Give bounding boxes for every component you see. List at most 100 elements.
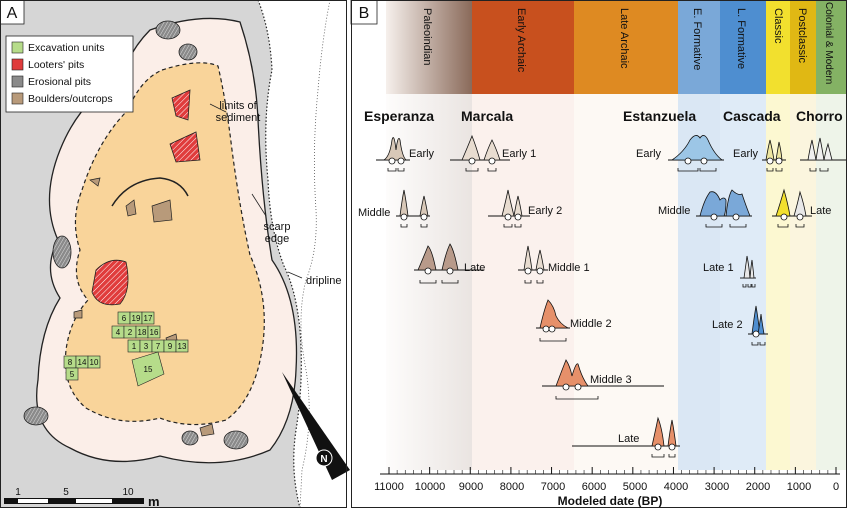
period-header-colonial [816,0,847,94]
panel-a-letter-box [0,0,25,25]
erosional-pit [52,235,72,269]
legend-label: Looters' pits [28,59,84,71]
marcala-middle3-dist: Middle 3 [542,359,664,400]
phase-label: Middle 1 [548,262,590,274]
scale-tick-label: 1 [15,487,21,498]
legend-swatch-looters [11,58,24,71]
axis-minor-ticks [388,467,837,474]
marcala-middle2-dist: Middle 2 [536,299,612,342]
looters-pit [169,131,201,163]
scarp-edge-line [257,0,302,508]
looters-pit [171,89,191,121]
period-label: Classic [772,8,784,44]
period-label: Colonial & Modern [823,2,834,84]
axis-tick-label: 2000 [746,481,770,493]
period-label: Late Archaic [618,8,630,69]
unit-label: 3 [144,342,149,351]
scarp-arrow [251,193,267,217]
axis-tick-label: 5000 [623,481,647,493]
looters-pit [91,259,129,306]
marcala-late-dist: Late [572,416,680,458]
axis-tick-label: 0 [833,481,839,493]
axis-tick-label: 9000 [459,481,483,493]
period-label: Early Archaic [515,8,527,73]
cascada-late2-dist: Late 2 [712,305,768,346]
x-axis: 11000 10000 9000 8000 7000 6000 5000 400… [374,467,840,508]
phase-label: Late 1 [703,262,734,274]
period-label: Postclassic [796,8,808,64]
dripline-line [299,0,331,508]
phase-label: Late 2 [712,319,743,331]
axis-tick-label: 6000 [582,481,606,493]
period-header-late-archaic [574,0,678,94]
site-heading: Marcala [461,108,513,124]
unit-label: 1 [132,342,137,351]
estanzuela-middle-dist: Middle [658,189,752,228]
erosional-pit [23,406,49,426]
panel-b: Paleoindian Early Archaic Late Archaic E… [350,0,847,508]
dripline-arrow [287,271,303,279]
chorro-early-dist [800,137,847,172]
legend-swatch-erosional [11,75,24,88]
north-label: N [320,454,327,465]
sediment-ridge [111,177,189,207]
scarp-label: edge [265,233,289,245]
unit-label: 17 [144,314,153,323]
boulder [199,423,215,437]
boulder [151,199,173,223]
boulder [125,199,137,217]
unit-label: 5 [70,370,75,379]
north-arrow: N [282,372,350,480]
phase-label: Early [636,148,662,160]
axis-tick-label: 3000 [705,481,729,493]
dripline-area [258,0,347,508]
legend-swatch-boulders [11,92,24,105]
phase-label: Early [409,148,435,160]
axis-tick-label: 1000 [787,481,811,493]
phase-label: Early 1 [502,148,536,160]
erosional-pit [181,430,199,446]
erosional-pit [155,20,181,40]
unit-label: 9 [168,342,173,351]
legend-swatch-excavation [11,41,24,54]
limits-leader [209,103,227,113]
panel-a-letter: A [7,5,18,22]
axis-tick-label: 8000 [500,481,524,493]
limits-label: limits of [219,100,257,112]
chorro-late-dist: Late [772,188,831,228]
unit-label: 16 [150,328,159,337]
estanzuela-early-dist: Early [636,135,724,172]
dripline-label: dripline [306,275,341,287]
unit-label: 10 [90,358,99,367]
scale-tick-label: 10 [122,487,134,498]
marcala-early2-dist: Early 2 [488,189,562,228]
esperanza-late-dist: Late [414,243,485,284]
site-heading: Estanzuela [623,108,696,124]
unit-label: 4 [116,328,121,337]
unit-label: 2 [128,328,133,337]
phase-label: Early 2 [528,205,562,217]
period-header-postclassic [790,0,816,94]
unit-label: 15 [144,365,153,374]
unit-label: 13 [178,342,187,351]
period-label: Paleoindian [421,8,433,66]
unit-label: 18 [138,328,147,337]
period-header-early-archaic [472,0,574,94]
legend-label: Excavation units [28,42,104,54]
phase-label: Late [810,205,831,217]
axis-tick-label: 7000 [541,481,565,493]
erosional-pit [223,430,249,450]
axis-tick-label: 4000 [664,481,688,493]
excavation-units: 6 19 17 4 2 18 16 1 3 7 9 13 8 14 10 5 1… [63,311,189,387]
phase-label: Late [618,433,639,445]
legend-label: Erosional pits [28,76,91,88]
phase-label: Middle 3 [590,374,632,386]
phase-label: Middle 2 [570,318,612,330]
axis-tick-label: 11000 [374,481,404,493]
marcala-early1-dist: Early 1 [450,134,536,172]
marcala-middle1-dist: Middle 1 [518,245,590,284]
scarp-label: scarp [264,221,291,233]
panel-b-letter: B [359,5,370,22]
legend-label: Boulders/outcrops [28,93,113,105]
esperanza-early-dist: Early [376,137,435,172]
